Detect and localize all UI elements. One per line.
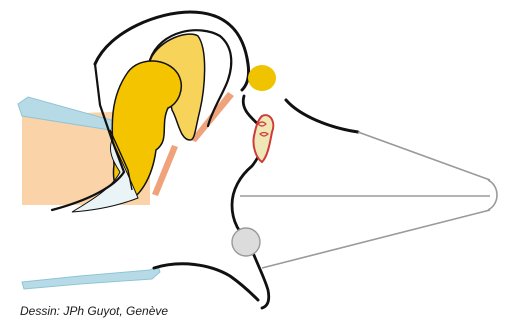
upper-diagonal-bar <box>286 100 358 132</box>
bottom-outline <box>154 264 258 300</box>
gray-circle <box>232 228 260 256</box>
drawing-credit: Dessin: JPh Guyot, Genève <box>20 304 168 318</box>
yellow-dot <box>248 65 276 91</box>
lower-blue-strip <box>22 266 160 289</box>
cone-lower-edge <box>262 210 490 268</box>
cone-tip <box>488 180 497 210</box>
cone-upper-edge <box>358 132 490 180</box>
